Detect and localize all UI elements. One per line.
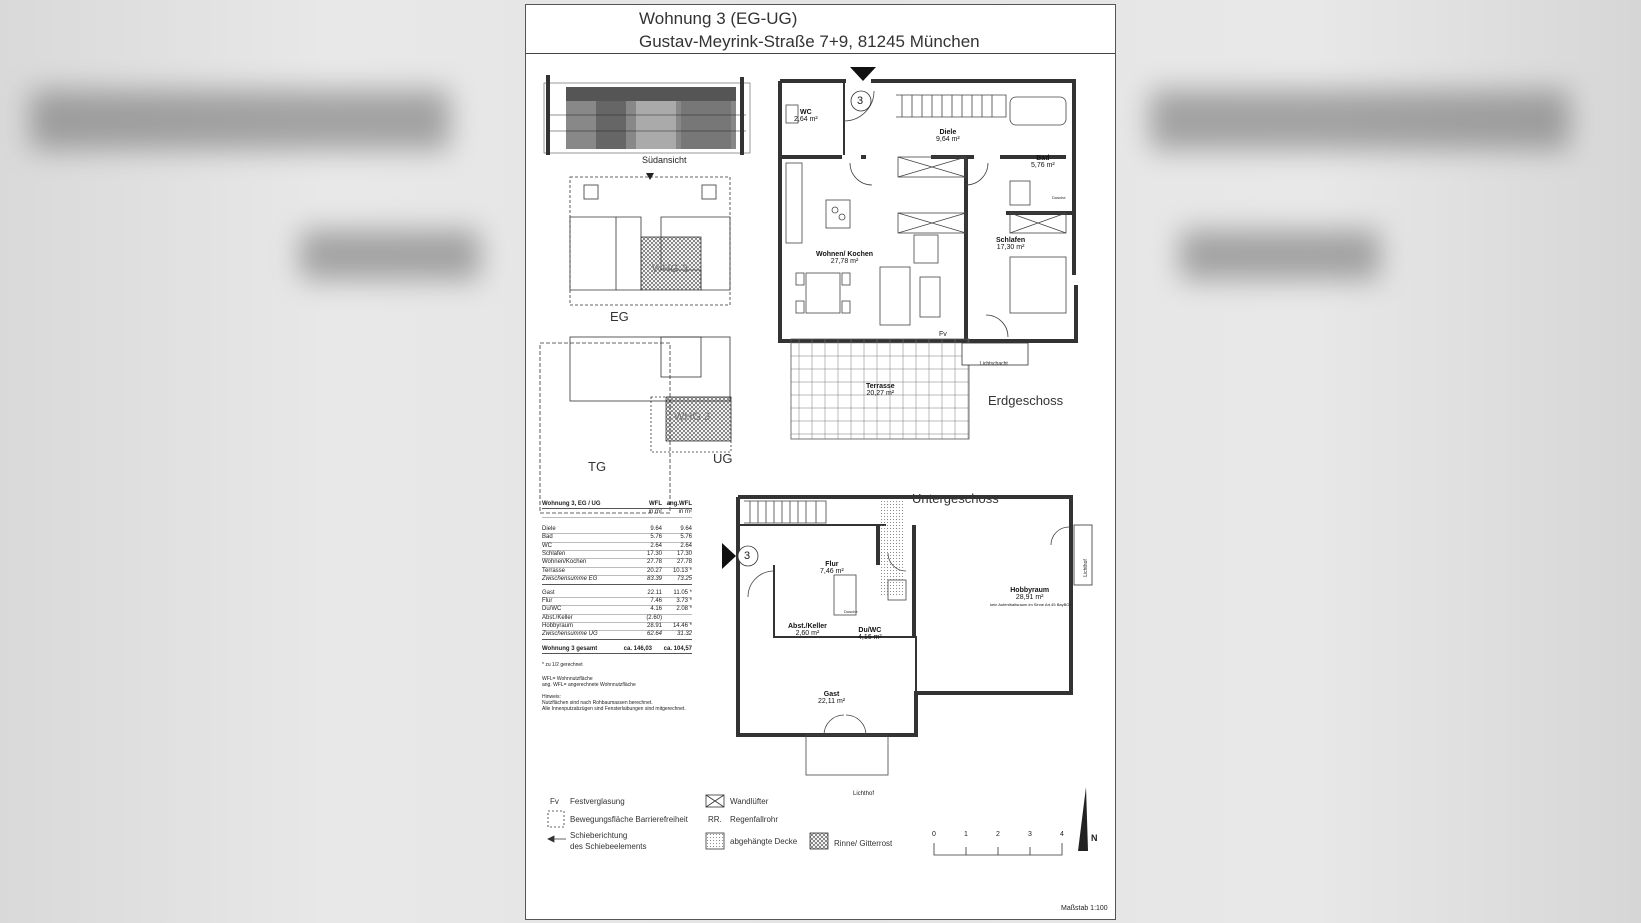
entry-number-eg: 3 bbox=[857, 95, 864, 107]
eg-floor-plan bbox=[778, 79, 1078, 343]
unit-tag-eg: WHG 3 bbox=[652, 263, 689, 275]
drawing-canvas bbox=[539, 67, 1093, 856]
table-abbr-1: WFL= Wohnnutzfläche bbox=[542, 676, 593, 683]
legend-rr-code: RR. bbox=[708, 815, 722, 824]
table-hint-1: Nutzflächen sind nach Rohbaumassen berec… bbox=[542, 700, 653, 707]
unit-tag-ug: WHG 3 bbox=[674, 411, 711, 423]
blurred-backdrop-right bbox=[1150, 90, 1570, 150]
legend-schiebe-1: Schieberichtung bbox=[570, 831, 628, 840]
legend-wandlufter: Wandlüfter bbox=[730, 797, 769, 806]
south-elevation-drawing bbox=[543, 75, 751, 155]
ug-floor-title: Untergeschoss bbox=[912, 491, 999, 506]
blurred-backdrop-left-2 bbox=[300, 230, 480, 280]
blurred-backdrop-left bbox=[30, 90, 450, 150]
north-label: N bbox=[1091, 833, 1098, 843]
blurred-backdrop-right-2 bbox=[1180, 230, 1380, 280]
eg-interior-details bbox=[785, 90, 1067, 338]
fv-mark: Fv bbox=[939, 331, 947, 338]
dusche-label-eg: Dusche bbox=[1052, 195, 1066, 200]
lichtschacht-label: Lichtschacht bbox=[980, 361, 1008, 367]
site-plan-ug bbox=[539, 336, 732, 514]
ug-floor-plan bbox=[736, 495, 1073, 737]
eg-site-label: EG bbox=[610, 309, 629, 324]
lichtschacht-box bbox=[961, 342, 1029, 366]
legend-symbols bbox=[547, 794, 829, 850]
lichthof-box-ug bbox=[1073, 524, 1093, 586]
lichthof-label-ug: Lichthof bbox=[1082, 559, 1089, 577]
table-footnote: * zu 1/2 gerechnet bbox=[542, 662, 583, 669]
legend-rr-text: Regenfallrohr bbox=[730, 815, 779, 824]
elevation-caption: Südansicht bbox=[642, 155, 687, 165]
eg-floor-title: Erdgeschoss bbox=[988, 393, 1064, 408]
legend-decke: abgehängte Decke bbox=[730, 837, 798, 846]
legend-fv-code: Fv bbox=[550, 797, 559, 806]
entry-marker-eg bbox=[850, 67, 876, 112]
title-divider bbox=[526, 53, 1115, 54]
entry-marker-ug bbox=[722, 543, 759, 569]
scale-tick-1: 1 bbox=[964, 831, 968, 838]
scale-tick-3: 3 bbox=[1028, 831, 1032, 838]
terrace-tiles bbox=[790, 338, 970, 440]
scale-label: Maßstab 1:100 bbox=[1061, 905, 1108, 912]
lichthof-label-bottom: Lichthof bbox=[853, 791, 875, 797]
table-abbr-2: ang. WFL= angerechnete Wohnnutzfläche bbox=[542, 682, 636, 689]
page-title: Wohnung 3 (EG-UG) bbox=[639, 9, 798, 28]
tg-site-label: TG bbox=[588, 459, 607, 474]
table-row-ug: Abst./Keller(2.60) bbox=[542, 615, 692, 624]
scale-tick-0: 0 bbox=[932, 831, 936, 838]
address: Gustav-Meyrink-Straße 7+9, 81245 München bbox=[639, 32, 980, 51]
floor-plan-sheet: Wohnung 3 (EG-UG) Gustav-Meyrink-Straße … bbox=[525, 4, 1116, 920]
legend-fv-text: Festverglasung bbox=[570, 797, 625, 806]
suspended-ceiling-area bbox=[880, 501, 904, 595]
ug-site-label: UG bbox=[713, 451, 733, 466]
table-hint-2: Alle Innenputzabzügen sind Fensterlaibun… bbox=[542, 706, 686, 713]
legend-bewegung: Bewegungsfläche Barrierefreiheit bbox=[570, 815, 688, 824]
scale-tick-4: 4 bbox=[1060, 831, 1064, 838]
north-arrow bbox=[1078, 787, 1088, 851]
site-plan-eg bbox=[569, 173, 731, 306]
table-hint-title: Hinweis: bbox=[542, 694, 561, 701]
dusche-label-ug: Dusche bbox=[844, 609, 858, 614]
scale-bar bbox=[933, 843, 1063, 856]
entry-number-ug: 3 bbox=[744, 550, 751, 562]
legend-schiebe-2: des Schiebeelements bbox=[570, 842, 647, 851]
scale-tick-2: 2 bbox=[996, 831, 1000, 838]
legend-rinne: Rinne/ Gitterrost bbox=[834, 839, 893, 848]
